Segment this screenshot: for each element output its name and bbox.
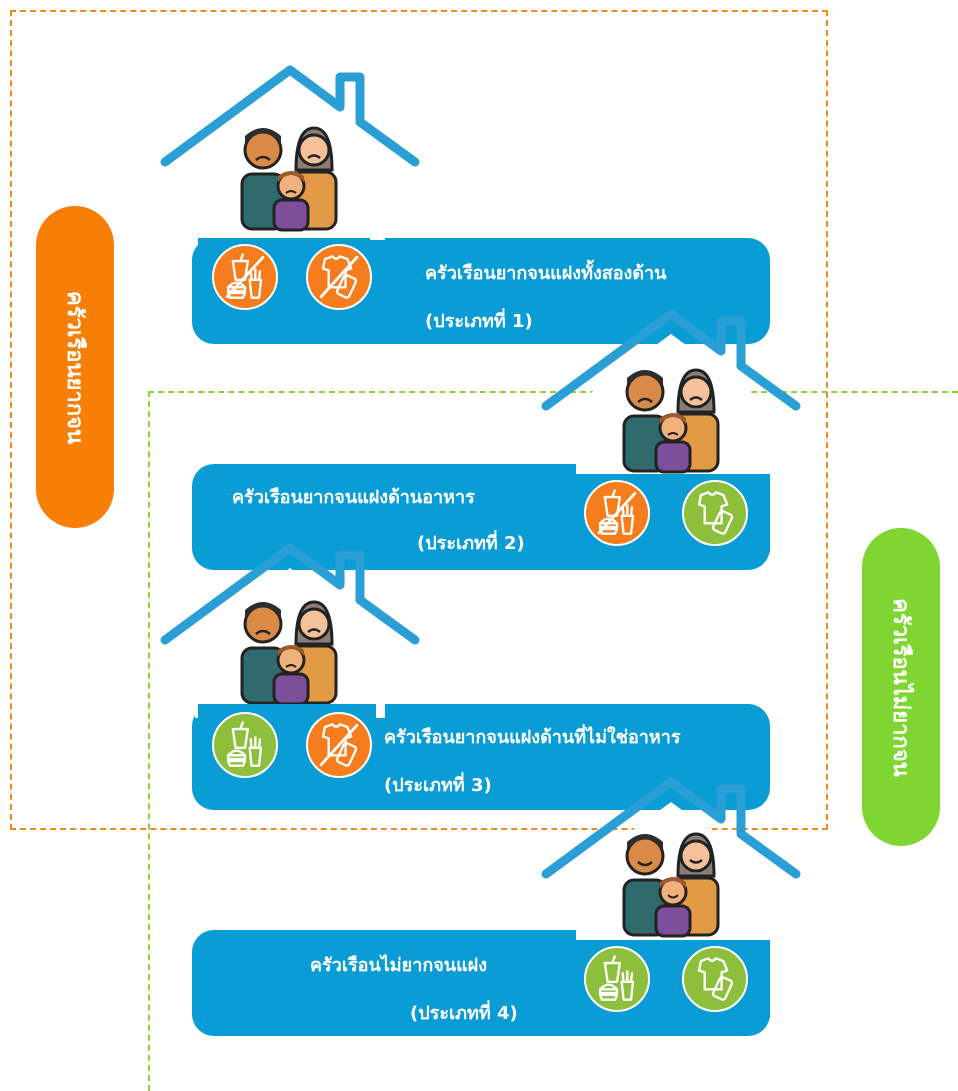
household-3-title: ครัวเรือนยากจนแฝงด้านที่ไม่ใช่อาหาร <box>384 727 681 748</box>
clothes-phone-icon <box>306 712 372 778</box>
food-drink-icon <box>212 244 278 310</box>
food-drink-icon <box>212 712 278 778</box>
food-drink-icon <box>584 480 650 546</box>
household-2-icon-panel <box>566 474 770 552</box>
poor-group-label: ครัวเรือนยากจน <box>36 206 114 528</box>
nonpoor-group-label: ครัวเรือนไม่ยากจน <box>862 528 940 846</box>
family-icon <box>612 354 732 474</box>
household-3-type: (ประเภทที่ 3) <box>384 775 492 796</box>
family-icon <box>230 586 350 706</box>
household-4-icon-panel <box>566 940 770 1018</box>
household-2-type: (ประเภทที่ 2) <box>417 533 525 554</box>
family-icon <box>612 818 732 938</box>
clothes-phone-icon <box>682 946 748 1012</box>
nonpoor-group-boundary-left <box>148 391 150 1091</box>
household-4-title: ครัวเรือนไม่ยากจนแฝง <box>310 955 488 976</box>
poor-group-boundary <box>10 10 828 830</box>
household-1-type: (ประเภทที่ 1) <box>425 311 533 332</box>
household-4-type: (ประเภทที่ 4) <box>410 1003 518 1024</box>
food-drink-icon <box>584 946 650 1012</box>
household-1-title: ครัวเรือนยากจนแฝงทั้งสองด้าน <box>425 263 667 284</box>
family-icon <box>230 112 350 232</box>
clothes-phone-icon <box>682 480 748 546</box>
clothes-phone-icon <box>306 244 372 310</box>
household-3-icon-panel <box>198 704 376 784</box>
nonpoor-group-boundary-top <box>148 391 958 393</box>
household-2-title: ครัวเรือนยากจนแฝงด้านอาหาร <box>232 487 475 508</box>
household-1-icon-panel <box>198 238 372 318</box>
